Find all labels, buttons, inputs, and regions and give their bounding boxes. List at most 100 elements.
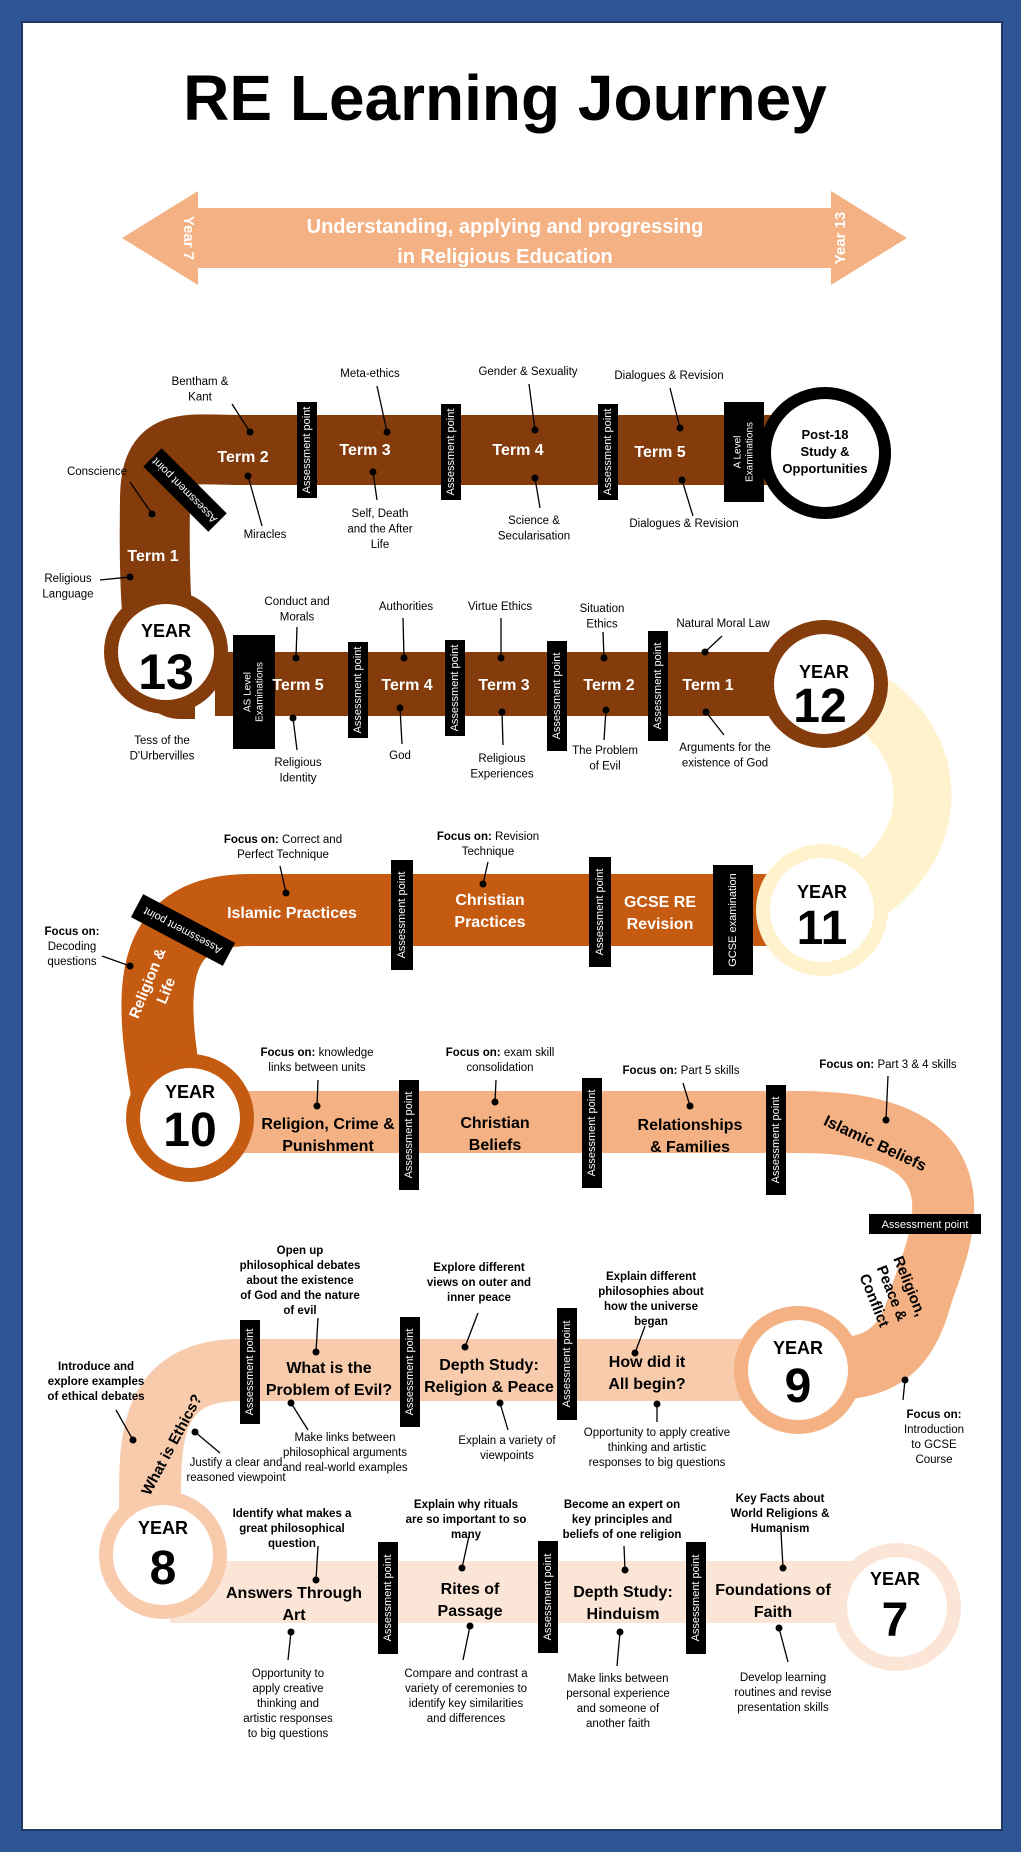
y10-focus-knowledge-line: Focus on: knowledge	[260, 1047, 373, 1059]
y10-focus-part34-line: Focus on: Part 3 & 4 skills	[819, 1059, 957, 1071]
y9-explain-philosophies-line: began	[634, 1316, 668, 1328]
y10-crime-line: Punishment	[282, 1138, 374, 1155]
assessment-bar-y10-2-text: Assessment point	[586, 1090, 598, 1177]
pointer	[289, 714, 298, 751]
y13-term5-line: Term 5	[634, 444, 685, 461]
y13-term5: Term 5	[634, 444, 685, 461]
assessment-bar-y12-2: Assessment point	[445, 640, 465, 736]
y9-opportunity-line: thinking and artistic	[608, 1442, 707, 1454]
pointer	[287, 1628, 295, 1661]
y13-bentham: Bentham &Kant	[172, 376, 229, 404]
y10-christian-beliefs-line: Beliefs	[469, 1137, 522, 1154]
y8-introduce-line: explore examples	[48, 1376, 145, 1388]
y12-conduct-line: Conduct and	[264, 596, 329, 608]
y13-self-death-line: and the After	[347, 524, 412, 536]
y13-self-death-line: Self, Death	[352, 508, 409, 520]
assessment-bar-y9-1-text: Assessment point	[244, 1329, 256, 1416]
pointer	[191, 1428, 221, 1454]
y9-open-up-line: of God and the nature	[240, 1290, 359, 1302]
y13-term1: Term 1	[127, 548, 178, 565]
y7-compare-line: Compare and contrast a	[404, 1668, 528, 1680]
pointer	[461, 1312, 479, 1351]
pointer	[602, 706, 610, 741]
pointer	[376, 385, 391, 436]
assessment-bar-y10-3-text: Assessment point	[770, 1097, 782, 1184]
y12-situation-line: Situation	[580, 603, 625, 615]
pointer	[313, 1079, 321, 1110]
y11-gcse-revision-line: GCSE RE	[624, 894, 696, 911]
arrow-right-label: Year 13	[832, 212, 849, 265]
y9-rpc: Religion,Peace &Conflict	[856, 1254, 929, 1330]
assessment-bar-y10-3: Assessment point	[766, 1085, 786, 1195]
y12-problem-evil-line: of Evil	[589, 761, 620, 773]
pointer	[600, 631, 608, 662]
y9-explain-variety-line: Explain a variety of	[458, 1435, 556, 1447]
pointer	[292, 626, 300, 662]
y7-compare-line: and differences	[427, 1713, 506, 1725]
y7-key-facts-line: World Religions &	[731, 1508, 830, 1520]
y12-arguments-line: existence of God	[682, 758, 768, 770]
assessment-bar-y13-2-text: Assessment point	[301, 407, 313, 494]
y8-introduce-line: Introduce and	[58, 1361, 134, 1373]
assessment-bar-y9-2-text: Assessment point	[404, 1329, 416, 1416]
assessment-bar-y11-3: Assessment point	[589, 857, 611, 967]
post-18-line3: Opportunities	[782, 461, 867, 476]
pointer	[653, 1400, 661, 1422]
gcse-exam-bar: GCSE examination	[713, 865, 753, 975]
year-11-number: 11	[797, 902, 848, 955]
assessment-bar-y13-4-text: Assessment point	[602, 409, 614, 496]
assessment-bar-y12-2-text: Assessment point	[449, 645, 461, 732]
assessment-bar-y7-2: Assessment point	[538, 1541, 558, 1653]
y10-relationships: Relationships& Families	[638, 1117, 743, 1156]
assessment-bar-y10-4: Assessment point	[869, 1214, 981, 1234]
y11-focus-decoding-prefix: Focus on:	[45, 926, 100, 938]
y10-relationships-line: & Families	[650, 1139, 730, 1156]
y10-crime-line: Religion, Crime &	[261, 1116, 395, 1133]
y12-term2-line: Term 2	[583, 677, 634, 694]
pointer	[312, 1317, 320, 1356]
year-12-badge: YEAR 12	[760, 620, 888, 748]
pointer	[231, 403, 254, 436]
assessment-bar-y12-3: Assessment point	[547, 641, 567, 751]
y9-make-links-line: Make links between	[295, 1432, 396, 1444]
pointer	[701, 635, 723, 656]
y7-key-facts-line: Humanism	[751, 1523, 810, 1535]
y10-focus-exam-line: consolidation	[466, 1062, 533, 1074]
y7-make-links-line: and someone of	[577, 1703, 660, 1715]
pointer	[369, 468, 378, 501]
pointer	[779, 1531, 787, 1572]
y9-open-up-line: about the existence	[246, 1275, 353, 1287]
y10-crime: Religion, Crime & Punishment	[261, 1116, 395, 1155]
y13-bentham-line: Bentham &	[172, 376, 229, 388]
y12-arguments-line: Arguments for the	[679, 742, 770, 754]
y7-compare-line: identify key similarities	[409, 1698, 524, 1710]
y13-term2-line: Term 2	[217, 449, 268, 466]
y13-science-line: Secularisation	[498, 531, 570, 543]
y12-term3-line: Term 3	[478, 677, 529, 694]
y7-rites-line: Rites of	[441, 1581, 500, 1598]
assessment-bar-y13-3: Assessment point	[441, 404, 461, 500]
y11-christian-practices-line: Christian	[455, 892, 524, 909]
y7-hinduism-line: Hinduism	[587, 1606, 660, 1623]
post-18-line1: Post-18	[802, 427, 849, 442]
y7-expert-line: beliefs of one religion	[563, 1529, 682, 1541]
pointer	[497, 618, 505, 662]
y7-answers-art-line: Art	[282, 1607, 306, 1624]
y12-situation-line: Ethics	[586, 619, 618, 631]
assessment-bar-y13-2: Assessment point	[297, 402, 317, 498]
